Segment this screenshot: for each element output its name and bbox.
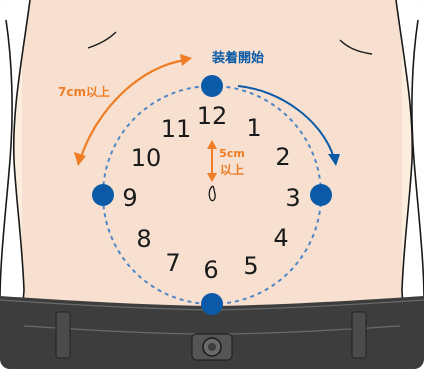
belt-loop-right: [352, 312, 366, 358]
clock-number-7: 7: [165, 249, 180, 277]
marker-dot-9: [92, 184, 114, 206]
clock-number-4: 4: [273, 224, 288, 252]
clock-number-3: 3: [285, 184, 300, 212]
start-label: 装着開始: [211, 50, 264, 66]
clock-number-5: 5: [243, 252, 258, 280]
clock-number-11: 11: [161, 115, 192, 143]
distance-label: 7cm以上: [58, 84, 110, 99]
clock-number-8: 8: [136, 225, 151, 253]
clock-number-9: 9: [122, 184, 137, 212]
clock-number-6: 6: [203, 256, 218, 284]
clock-number-10: 10: [131, 144, 162, 172]
marker-dot-3: [310, 184, 332, 206]
clock-number-12: 12: [197, 102, 228, 130]
center-label-line2: 以上: [220, 162, 244, 177]
belt-loop-left: [56, 312, 70, 358]
center-label-line1: 5cm: [219, 147, 245, 160]
belt-buckle-icon: [192, 334, 232, 360]
clock-number-2: 2: [275, 143, 290, 171]
clock-number-1: 1: [246, 114, 261, 142]
marker-dot-12: [201, 75, 223, 97]
marker-dot-6: [201, 293, 223, 315]
